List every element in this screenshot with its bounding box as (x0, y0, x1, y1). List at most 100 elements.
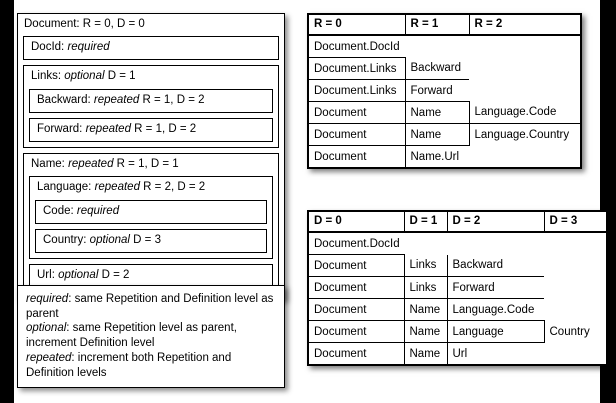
table-cell: Document (309, 254, 405, 277)
empty-cell (469, 145, 580, 167)
legend-text: : increment both Repetition and Definiti… (26, 351, 232, 379)
schema-node-name: Name: (31, 158, 69, 171)
column-header: R = 2 (469, 15, 580, 36)
schema-node-label: Language: repeated R = 2, D = 2 (30, 177, 272, 199)
empty-cell (469, 35, 580, 58)
table-cell: Document (309, 123, 406, 146)
empty-cell (469, 57, 580, 80)
empty-cell (544, 342, 606, 364)
table-cell: Name (404, 342, 448, 364)
column-header: R = 0 (309, 15, 406, 36)
table-cell: Language.Country (469, 123, 581, 146)
schema-node-levels: D = 1 (104, 70, 136, 83)
schema-node-keyword: required (76, 204, 120, 217)
table-cell: Language (447, 320, 545, 343)
table-cell: Name (404, 298, 448, 321)
empty-cell (447, 232, 544, 255)
legend-keyword: optional (26, 322, 67, 335)
table-cell: Document (309, 276, 405, 299)
schema-node-name: Links: (31, 70, 65, 83)
table-row: Document.DocId (309, 232, 606, 255)
schema-node-label: Name: repeated R = 1, D = 1 (24, 154, 278, 176)
schema-node-name: Backward: (37, 93, 94, 106)
schema-root-label: Document: R = 0, D = 0 (18, 14, 284, 36)
table-cell: Name (405, 123, 470, 146)
legend-box: required: same Repetition and Definition… (17, 285, 285, 389)
empty-cell (544, 232, 606, 255)
legend-line: repeated: increment both Repetition and … (26, 351, 276, 380)
schema-node-name: Country: (43, 233, 90, 246)
table-cell: Document.Links (309, 79, 406, 102)
schema-node-keyword: optional (58, 268, 99, 281)
legend-lines: required: same Repetition and Definition… (26, 292, 276, 380)
schema-node-label: Forward: repeated R = 1, D = 2 (30, 119, 272, 141)
table-cell: Language.Code (469, 101, 581, 124)
legend-keyword: required (26, 293, 69, 305)
empty-cell (544, 254, 606, 277)
column-header: D = 3 (544, 212, 606, 233)
schema-node: Backward: repeated R = 1, D = 2 (29, 88, 273, 113)
schema-node-keyword: repeated (68, 158, 114, 171)
column-header: R = 1 (405, 15, 470, 36)
table-cell: Document.DocId (309, 35, 405, 58)
table-cell: Document.DocId (309, 232, 404, 255)
schema-node-label: Links: optional D = 1 (24, 66, 278, 88)
schema-node-label: Url: optional D = 2 (30, 265, 272, 287)
empty-cell (544, 276, 606, 299)
schema-node: Code: required (35, 199, 267, 224)
table-cell: Document (309, 320, 405, 343)
schema-node-keyword: optional (89, 233, 130, 246)
schema-node-name: Language: (37, 181, 95, 194)
column-header: D = 0 (309, 212, 405, 233)
table-row: Document.DocId (309, 35, 580, 58)
column-header: D = 2 (447, 212, 545, 233)
schema-node-levels: D = 3 (129, 233, 161, 246)
schema-node: Forward: repeated R = 1, D = 2 (29, 117, 273, 143)
schema-node-keyword: required (67, 41, 110, 54)
legend-text: : same Repetition level as parent, incre… (26, 322, 237, 350)
table-cell: Document.Links (309, 57, 406, 80)
legend-text: : same Repetition and Definition level a… (26, 293, 274, 320)
schema-root-text: Document: R = 0, D = 0 (24, 18, 145, 30)
table-cell: Links (404, 254, 448, 277)
empty-cell (405, 35, 469, 58)
schema-node-levels: R = 2, D = 2 (139, 181, 206, 194)
schema-node-name: DocId: (31, 41, 68, 54)
schema-node-levels: R = 1, D = 2 (130, 122, 197, 135)
left-page-gutter (0, 0, 14, 403)
column-header: D = 1 (404, 212, 448, 233)
schema-node: Country: optional D = 3 (35, 228, 267, 253)
schema-node-label: Backward: repeated R = 1, D = 2 (30, 90, 272, 112)
table-cell: Document (309, 342, 405, 364)
schema-node-name: Forward: (37, 122, 86, 135)
schema-node-name: Url: (37, 268, 59, 281)
empty-cell (469, 79, 580, 102)
schema-node-keyword: repeated (94, 181, 140, 194)
table-cell: Document (309, 101, 406, 124)
schema-node-name: Code: (43, 204, 77, 217)
schema-node-levels: D = 2 (98, 268, 130, 281)
schema-node-label: Code: required (36, 201, 266, 223)
schema-node-keyword: optional (64, 70, 105, 83)
table-cell: Backward (405, 57, 469, 80)
table-cell: Forward (447, 276, 544, 299)
table-cell: Name (404, 320, 448, 343)
legend-line: optional: same Repetition level as paren… (26, 321, 276, 350)
